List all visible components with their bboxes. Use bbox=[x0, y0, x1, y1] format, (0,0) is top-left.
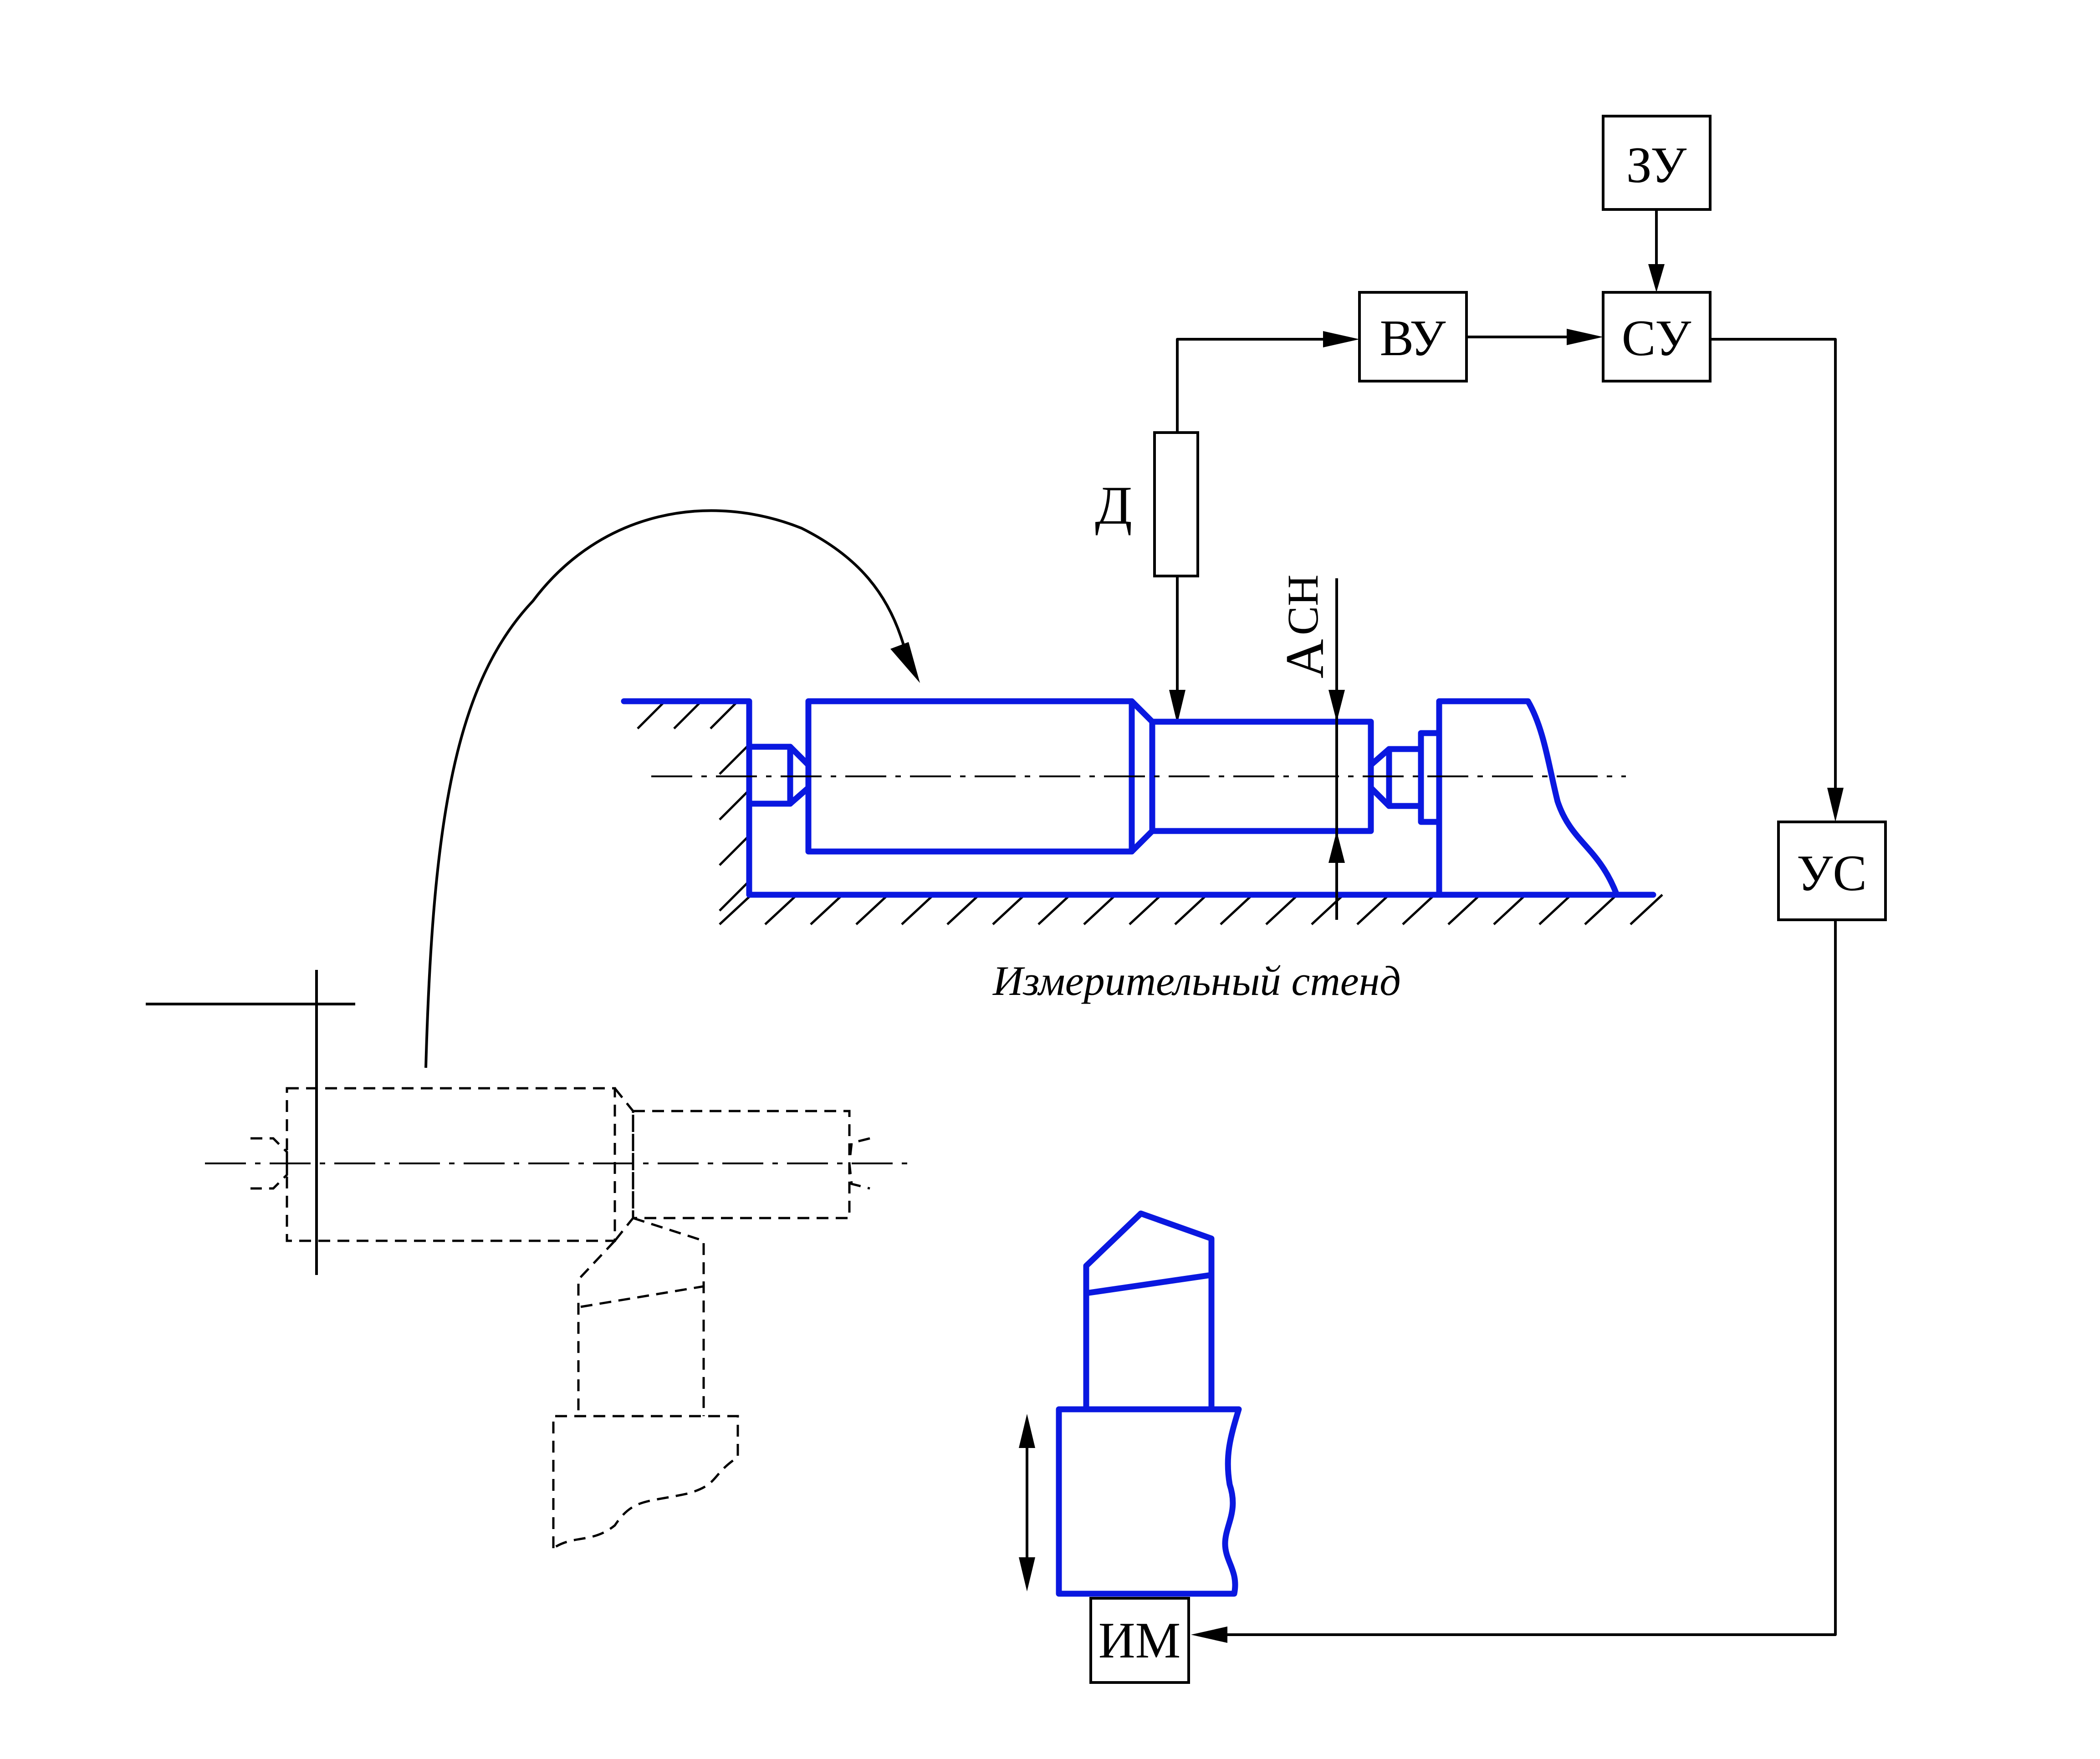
dashed-cutter-head bbox=[633, 1217, 705, 1416]
tool-tip bbox=[1083, 1210, 1215, 1412]
arrow-head bbox=[1169, 690, 1185, 724]
tailstock-body bbox=[1436, 698, 1620, 898]
arrow-head bbox=[890, 642, 920, 683]
sensor-d-label: Д bbox=[1095, 475, 1132, 535]
us-label: УС bbox=[1797, 845, 1867, 902]
vu-label: ВУ bbox=[1380, 310, 1446, 367]
im-block bbox=[1089, 1597, 1190, 1684]
stand-caption: Измерительный стенд bbox=[992, 958, 1401, 1004]
measuring-stand: А СН Измерительный стенд bbox=[621, 575, 1663, 1004]
cutting-tool bbox=[1019, 1210, 1242, 1597]
dashed-cutter-edge bbox=[580, 1285, 704, 1308]
su-label: СУ bbox=[1622, 310, 1691, 367]
dimension-label-subscript: СН bbox=[1278, 575, 1327, 635]
right-center bbox=[1368, 746, 1424, 809]
vu-block bbox=[1358, 291, 1468, 382]
machining-position bbox=[146, 970, 913, 1550]
arrow-head bbox=[1648, 264, 1665, 292]
left-center bbox=[746, 744, 812, 807]
tool-edge bbox=[1083, 1272, 1215, 1296]
wall-hatching bbox=[637, 700, 750, 912]
arrow-head bbox=[1323, 331, 1359, 347]
us-block bbox=[1777, 821, 1887, 921]
us-to-im-line bbox=[1221, 920, 1837, 1636]
zu-block bbox=[1602, 115, 1712, 211]
dashed-workpiece-large bbox=[286, 1087, 616, 1242]
dimension-label-main: А bbox=[1274, 639, 1335, 678]
su-to-us-line bbox=[1710, 338, 1837, 795]
dashed-left-center bbox=[250, 1137, 288, 1190]
arrow-head bbox=[1191, 1626, 1227, 1643]
dashed-workpiece-small bbox=[632, 1110, 851, 1219]
control-chain: ЗУ СУ ВУ Д УС ИМ bbox=[1089, 115, 1887, 1684]
zu-label: ЗУ bbox=[1626, 137, 1687, 194]
arrow-head bbox=[1019, 1414, 1035, 1448]
arrow-head bbox=[1328, 690, 1345, 722]
dimension-label: А СН bbox=[1274, 575, 1335, 678]
sensor-d bbox=[1153, 431, 1199, 577]
arrow-head bbox=[1827, 788, 1844, 822]
su-block bbox=[1602, 291, 1712, 382]
im-label: ИМ bbox=[1099, 1612, 1180, 1669]
arrow-head bbox=[1567, 329, 1603, 345]
tool-holder bbox=[1056, 1406, 1242, 1597]
arrow-head bbox=[1019, 1557, 1035, 1591]
dashed-cutter-left bbox=[577, 1240, 616, 1416]
transfer-curve bbox=[424, 509, 905, 1068]
dashed-tool-holder bbox=[552, 1415, 739, 1550]
floor-hatching bbox=[719, 894, 1663, 925]
dashed-chamfer bbox=[614, 1087, 634, 1242]
sensor-to-vu-line bbox=[1176, 338, 1332, 433]
dashed-right-center bbox=[848, 1137, 870, 1190]
arrow-head bbox=[1328, 831, 1345, 863]
stand-frame bbox=[621, 698, 1656, 898]
